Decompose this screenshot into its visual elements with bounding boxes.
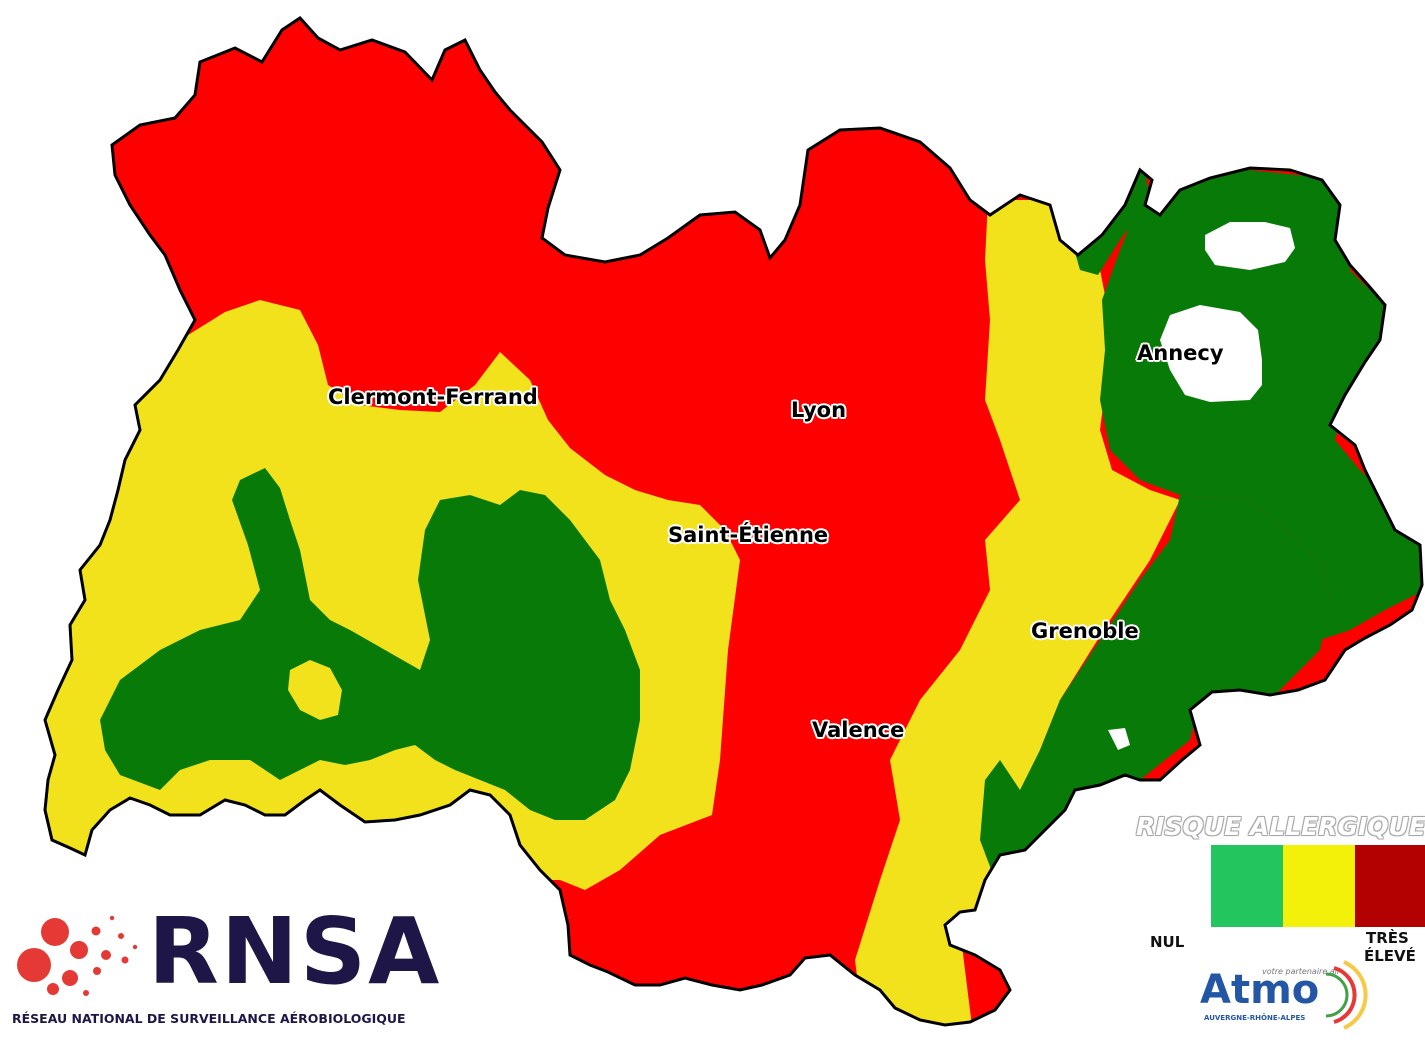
- atmo-tagline: votre partenaire air: [1262, 967, 1341, 976]
- zone-low-west: [100, 468, 640, 820]
- city-label-annecy: Annecy: [1137, 341, 1224, 365]
- zone-medium-east: [855, 200, 1180, 1025]
- legend-title: RISQUE ALLERGIQUE: [1136, 812, 1425, 841]
- legend-label-low: NUL: [1150, 933, 1185, 951]
- city-label-clermont-ferrand: Clermont-Ferrand: [328, 385, 538, 409]
- zone-medium-islet: [288, 660, 342, 720]
- city-label-grenoble: Grenoble: [1031, 619, 1139, 643]
- city-label-lyon: Lyon: [791, 398, 847, 422]
- rnsa-subtitle: RÉSEAU NATIONAL DE SURVEILLANCE AÉROBIOL…: [12, 1011, 406, 1026]
- rnsa-dots-icon: [17, 915, 138, 996]
- legend-swatch-low: [1211, 845, 1283, 927]
- zone-no-data-lake: [1205, 222, 1295, 270]
- atmo-wordmark: Atmo: [1200, 967, 1320, 1013]
- legend-swatch-high: [1355, 845, 1425, 927]
- legend-swatch-medium: [1283, 845, 1355, 927]
- zone-no-data-south: [1108, 728, 1130, 750]
- city-label-saint-etienne: Saint-Étienne: [668, 523, 829, 547]
- zone-no-data-annecy: [1160, 305, 1262, 402]
- zone-low-east: [1100, 170, 1422, 640]
- zone-low-southeast: [980, 495, 1330, 880]
- rnsa-wordmark: RNSA: [148, 898, 442, 1005]
- city-label-valence: Valence: [812, 718, 905, 742]
- legend-label-high-1: TRÈS: [1366, 929, 1409, 947]
- atmo-arcs-icon: [1325, 960, 1368, 1030]
- region-border: [43, 16, 1424, 1027]
- legend-label-high-2: ÉLEVÉ: [1364, 947, 1416, 965]
- atmo-region: AUVERGNE-RHÔNE-ALPES: [1204, 1014, 1306, 1022]
